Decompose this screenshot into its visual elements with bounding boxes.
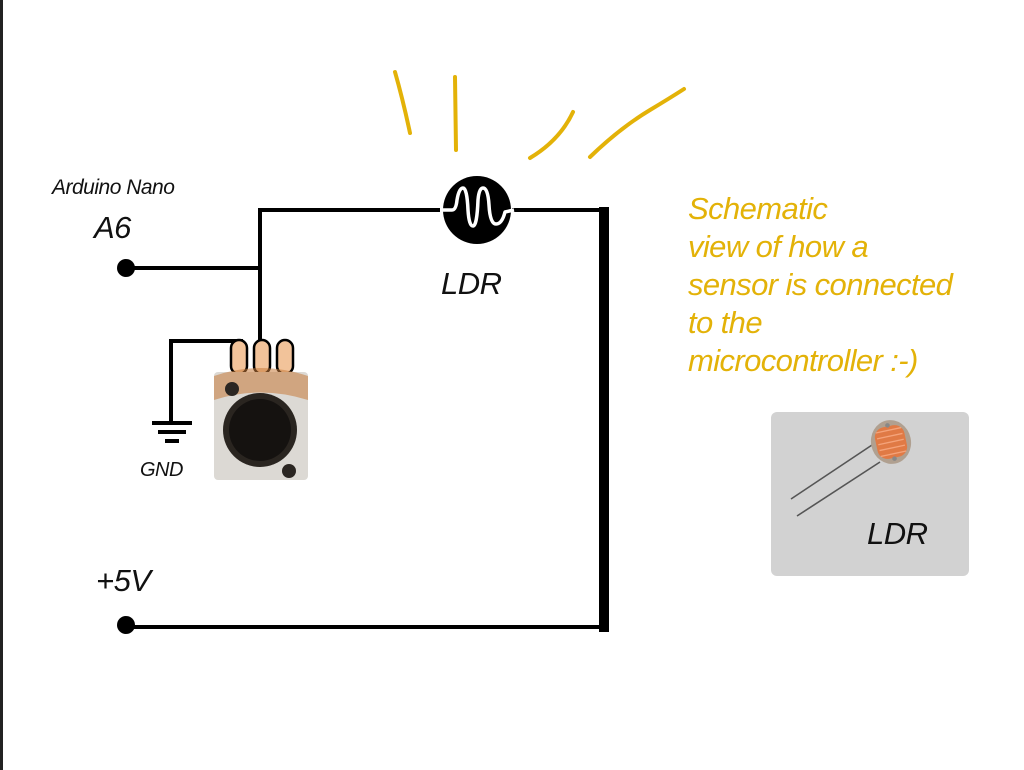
- supply-label: +5V: [96, 563, 151, 598]
- terminal-a6: [117, 259, 135, 277]
- ldr-photo-card: LDR: [771, 412, 969, 576]
- light-ray-2: [453, 75, 458, 152]
- note-line: sensor is connected: [688, 267, 953, 302]
- note-line: to the: [688, 305, 763, 340]
- wires: [126, 208, 604, 629]
- note-line: Schematic: [688, 191, 828, 226]
- light-rays: [393, 70, 686, 160]
- schematic-note: Schematic view of how a sensor is connec…: [688, 190, 1018, 380]
- potentiometer-icon: [214, 338, 308, 480]
- note-line: microcontroller :-): [688, 343, 918, 378]
- page-left-border: [0, 0, 3, 770]
- light-ray-1: [393, 70, 412, 135]
- note-line: view of how a: [688, 229, 869, 264]
- ground-icon: [152, 421, 192, 443]
- ldr-symbol-icon: [440, 176, 515, 244]
- pin-label-a6: A6: [94, 210, 131, 245]
- gnd-label: GND: [140, 459, 183, 481]
- ldr-photo-icon: [771, 412, 969, 576]
- light-ray-4: [588, 87, 686, 159]
- wire-right-rail: [599, 207, 609, 632]
- ldr-label: LDR: [441, 266, 502, 301]
- photo-card-label: LDR: [867, 516, 928, 551]
- light-ray-3: [528, 110, 575, 160]
- board-label: Arduino Nano: [52, 176, 175, 199]
- terminal-5v: [117, 616, 135, 634]
